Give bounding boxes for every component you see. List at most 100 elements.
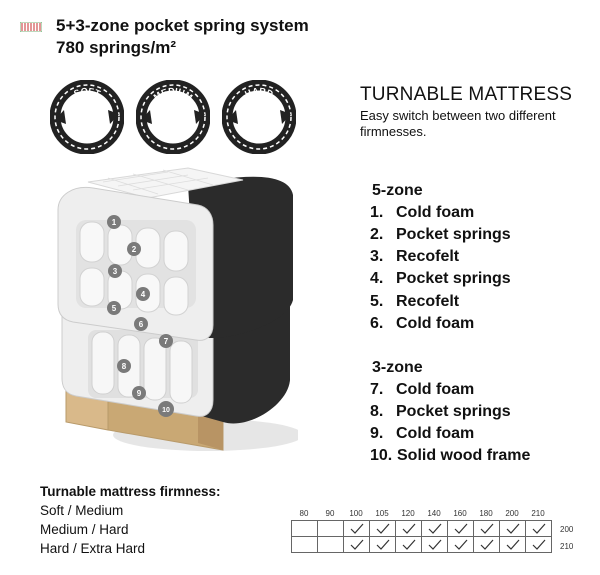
svg-text:1: 1 [112, 218, 117, 227]
firmness-table-title: Turnable mattress firmness: [40, 484, 221, 499]
svg-text:3: 3 [113, 267, 118, 276]
header-subtitle: 780 springs/m² [56, 38, 176, 57]
checkmark-icon [480, 539, 493, 550]
svg-text:5: 5 [112, 304, 117, 313]
size-width-label: 105 [375, 509, 389, 518]
svg-text:10: 10 [162, 407, 170, 414]
size-available-cell [421, 520, 448, 537]
checkmark-icon [402, 539, 415, 550]
hard-extra-hard-firmness-icon: HARD EXTRA HARD [222, 80, 296, 154]
size-available-cell [447, 520, 474, 537]
size-available-cell [343, 536, 370, 553]
zone5-item: 2.Pocket springs [370, 226, 511, 243]
marker-10: 10 [158, 401, 174, 417]
checkmark-icon [454, 539, 467, 550]
size-available-cell [499, 536, 526, 553]
svg-text:9: 9 [137, 389, 142, 398]
size-unavailable-cell [291, 520, 318, 537]
checkmark-icon [402, 523, 415, 534]
firmness-top-label: MEDIUM [152, 86, 195, 102]
svg-text:4: 4 [141, 290, 146, 299]
firmness-bottom-label: HARD [161, 133, 185, 144]
firmness-row: Medium / Hard [40, 522, 129, 537]
size-width-label: 100 [349, 509, 363, 518]
medium-hard-firmness-icon: MEDIUM HARD [136, 80, 210, 154]
marker-1: 1 [107, 215, 121, 229]
size-available-cell [499, 520, 526, 537]
size-width-label: 210 [531, 509, 545, 518]
size-length-label: 210 [560, 542, 574, 551]
size-available-cell [421, 536, 448, 553]
svg-text:8: 8 [122, 362, 127, 371]
size-available-cell [369, 536, 396, 553]
marker-8: 8 [117, 359, 131, 373]
svg-text:MEDIUM: MEDIUM [152, 86, 195, 102]
size-width-label: 200 [505, 509, 519, 518]
mattress-cross-section-illustration: 1 2 3 4 5 6 7 8 9 10 [57, 167, 298, 451]
size-unavailable-cell [291, 536, 318, 553]
size-available-cell [369, 520, 396, 537]
firmness-bottom-label: MEDIUM [71, 131, 104, 144]
size-grid-row [291, 520, 552, 537]
firmness-row: Hard / Extra Hard [40, 541, 146, 556]
size-available-cell [343, 520, 370, 537]
zone3-item: 8.Pocket springs [370, 403, 511, 420]
checkmark-icon [454, 523, 467, 534]
size-available-cell [447, 536, 474, 553]
turnable-title: TURNABLE MATTRESS [360, 84, 573, 105]
svg-text:6: 6 [139, 320, 144, 329]
zone3-title: 3-zone [372, 359, 423, 376]
pocket-springs-icon [20, 22, 42, 32]
size-available-cell [395, 536, 422, 553]
size-width-label: 90 [325, 509, 335, 518]
checkmark-icon [480, 523, 493, 534]
checkmark-icon [506, 539, 519, 550]
svg-text:MEDIUM: MEDIUM [71, 131, 104, 144]
size-width-label: 160 [453, 509, 467, 518]
marker-6: 6 [134, 317, 148, 331]
marker-2: 2 [127, 242, 141, 256]
svg-text:HARD: HARD [161, 133, 185, 144]
zone5-item: 4.Pocket springs [370, 270, 511, 287]
zone3-item: 9.Cold foam [370, 425, 475, 442]
turnable-description: Easy switch between two different firmne… [360, 108, 556, 139]
checkmark-icon [376, 539, 389, 550]
zone5-item: 3.Recofelt [370, 248, 460, 265]
size-unavailable-cell [317, 520, 344, 537]
size-available-cell [395, 520, 422, 537]
size-width-label: 80 [299, 509, 309, 518]
zone5-item: 5.Recofelt [370, 293, 460, 310]
zone5-title: 5-zone [372, 182, 423, 199]
zone5-item: 1.Cold foam [370, 204, 475, 221]
size-width-label: 120 [401, 509, 415, 518]
zone3-item: 10.Solid wood frame [370, 447, 531, 464]
checkmark-icon [506, 523, 519, 534]
marker-9: 9 [132, 386, 146, 400]
svg-text:7: 7 [164, 337, 169, 346]
soft-medium-firmness-icon: SOFT MEDIUM [50, 80, 124, 154]
checkmark-icon [350, 539, 363, 550]
size-available-cell [525, 536, 552, 553]
size-length-label: 200 [560, 525, 574, 534]
size-grid-row [291, 536, 552, 553]
zone5-item: 6.Cold foam [370, 315, 475, 332]
marker-3: 3 [108, 264, 122, 278]
size-available-cell [473, 520, 500, 537]
svg-text:2: 2 [132, 245, 137, 254]
zone3-item: 7.Cold foam [370, 381, 475, 398]
header-title: 5+3-zone pocket spring system [56, 16, 309, 35]
firmness-row: Soft / Medium [40, 503, 124, 518]
size-available-cell [525, 520, 552, 537]
marker-7: 7 [159, 334, 173, 348]
checkmark-icon [376, 523, 389, 534]
checkmark-icon [532, 523, 545, 534]
size-availability-grid [291, 520, 552, 553]
checkmark-icon [428, 539, 441, 550]
marker-4: 4 [136, 287, 150, 301]
size-available-cell [473, 536, 500, 553]
size-width-label: 140 [427, 509, 441, 518]
checkmark-icon [532, 539, 545, 550]
size-width-label: 180 [479, 509, 493, 518]
size-unavailable-cell [317, 536, 344, 553]
marker-5: 5 [107, 301, 121, 315]
